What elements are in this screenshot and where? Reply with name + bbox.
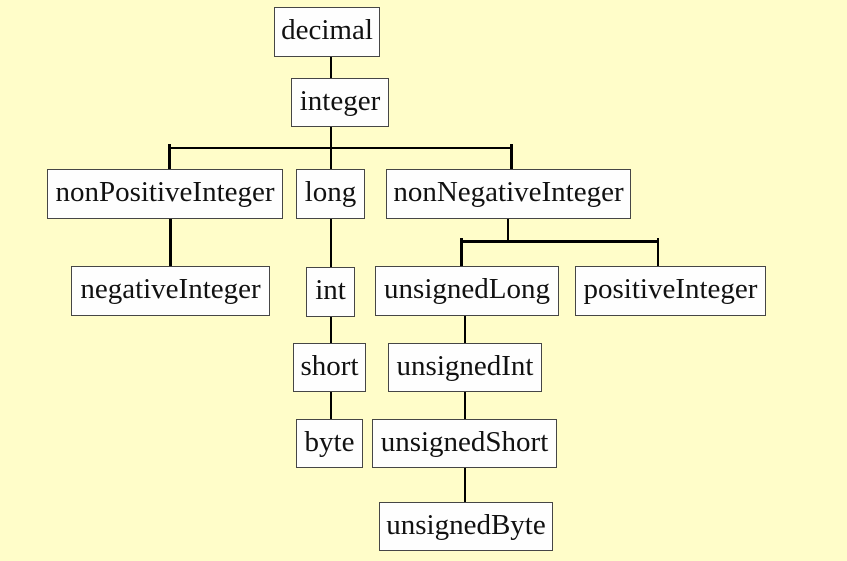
edge-nonnegativeinteger-positiveinteger bbox=[656, 237, 659, 266]
node-unsignedlong: unsignedLong bbox=[375, 266, 559, 316]
node-unsignedbyte: unsignedByte bbox=[379, 502, 553, 551]
edge-short-byte bbox=[329, 392, 332, 419]
edge-unsignedint-unsignedshort bbox=[463, 392, 466, 419]
node-nonnegativeinteger: nonNegativeInteger bbox=[386, 169, 631, 219]
edge-long-int bbox=[329, 219, 332, 267]
node-unsignedshort: unsignedShort bbox=[372, 419, 557, 468]
edge-nonpositiveinteger-negativeinteger bbox=[169, 219, 172, 266]
node-unsignedint: unsignedInt bbox=[388, 343, 542, 392]
node-negativeinteger: negativeInteger bbox=[71, 266, 270, 316]
node-nonpositiveinteger: nonPositiveInteger bbox=[47, 169, 283, 219]
edge-nonnegativeinteger-branch-horizontal bbox=[460, 240, 659, 243]
edge-integer-nonpositiveinteger bbox=[168, 144, 171, 169]
node-decimal: decimal bbox=[274, 7, 380, 57]
edge-unsignedlong-unsignedint bbox=[463, 316, 466, 343]
node-long: long bbox=[296, 169, 365, 219]
node-short: short bbox=[293, 343, 366, 392]
edge-unsignedshort-unsignedbyte bbox=[463, 468, 466, 502]
node-integer: integer bbox=[291, 78, 389, 127]
edge-int-short bbox=[329, 317, 332, 343]
edge-nonnegativeinteger-unsignedlong bbox=[460, 237, 463, 266]
edge-nonnegativeinteger-stub bbox=[506, 219, 509, 242]
edge-integer-branch-horizontal bbox=[168, 146, 513, 149]
node-byte: byte bbox=[296, 419, 363, 468]
node-int: int bbox=[306, 267, 355, 317]
node-positiveinteger: positiveInteger bbox=[575, 266, 766, 316]
edge-decimal-integer bbox=[329, 57, 332, 78]
edge-integer-nonnegativeinteger bbox=[510, 144, 513, 169]
